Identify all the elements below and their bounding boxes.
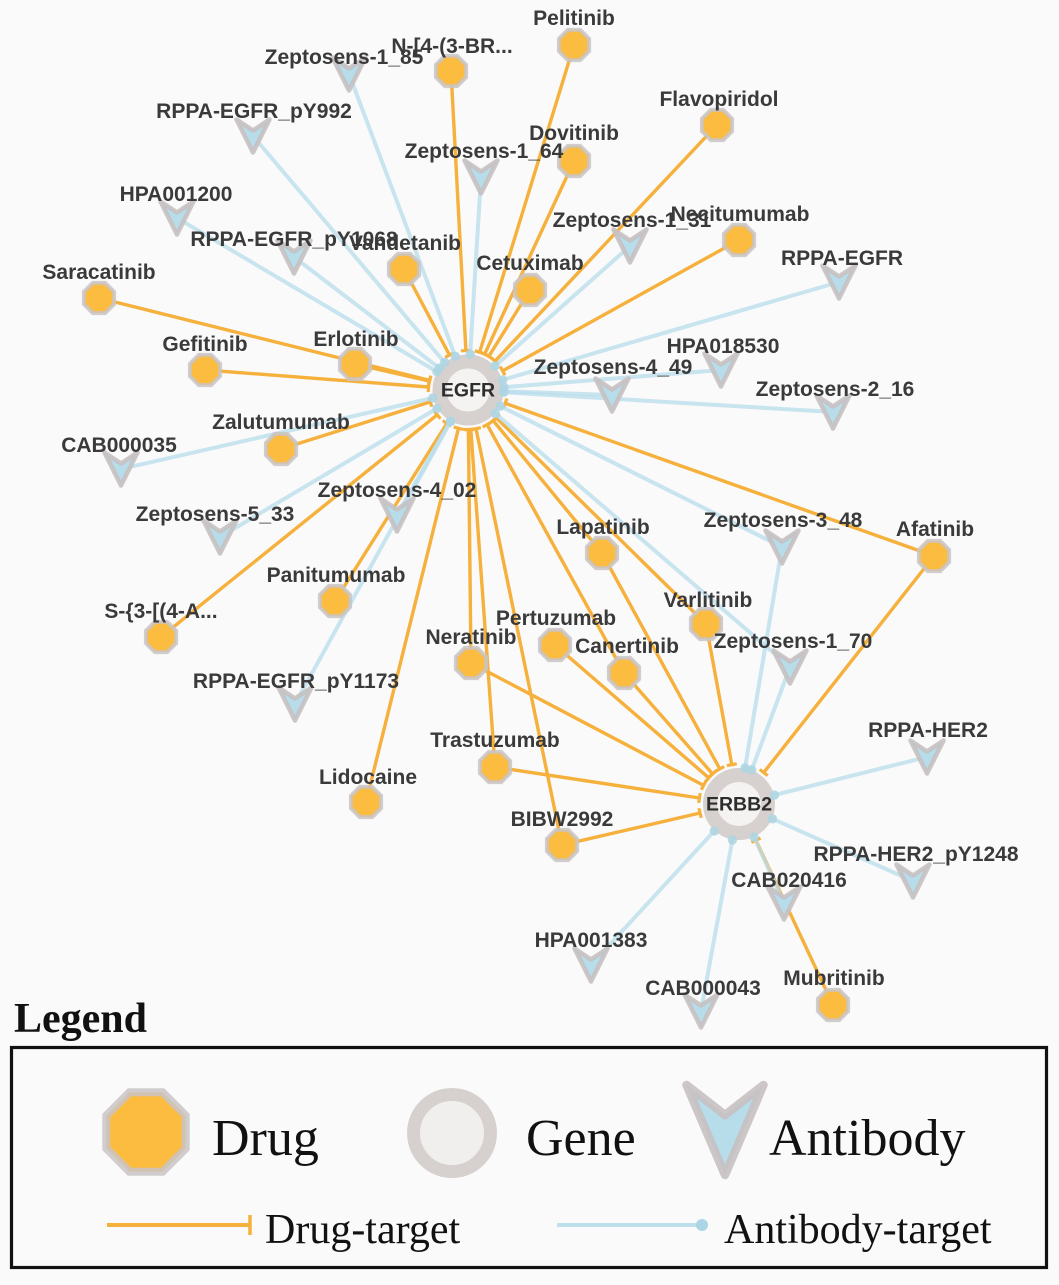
svg-text:Lapatinib: Lapatinib: [556, 516, 649, 539]
svg-text:Varlitinib: Varlitinib: [664, 589, 753, 612]
svg-text:RPPA-EGFR: RPPA-EGFR: [781, 247, 903, 270]
svg-text:Zeptosens-2_16: Zeptosens-2_16: [756, 378, 915, 401]
svg-text:Antibody: Antibody: [769, 1110, 965, 1167]
svg-text:Zeptosens-4_49: Zeptosens-4_49: [534, 356, 693, 379]
svg-text:RPPA-HER2_pY1248: RPPA-HER2_pY1248: [813, 843, 1018, 866]
svg-text:Zeptosens-5_33: Zeptosens-5_33: [136, 503, 295, 526]
svg-text:Zeptosens-1_85: Zeptosens-1_85: [265, 46, 424, 69]
svg-text:Canertinib: Canertinib: [575, 635, 679, 658]
svg-text:RPPA-EGFR_pY992: RPPA-EGFR_pY992: [156, 100, 352, 123]
svg-text:EGFR: EGFR: [441, 380, 495, 402]
svg-text:Flavopiridol: Flavopiridol: [659, 88, 778, 111]
svg-text:RPPA-EGFR_pY1173: RPPA-EGFR_pY1173: [193, 670, 399, 693]
svg-text:ERBB2: ERBB2: [706, 794, 772, 816]
svg-text:Zeptosens-1_70: Zeptosens-1_70: [714, 630, 873, 653]
svg-text:Neratinib: Neratinib: [425, 626, 516, 649]
svg-text:HPA018530: HPA018530: [667, 335, 780, 358]
svg-text:HPA001383: HPA001383: [535, 929, 648, 952]
svg-text:Lidocaine: Lidocaine: [319, 766, 417, 789]
svg-text:Legend: Legend: [14, 996, 147, 1042]
svg-text:HPA001200: HPA001200: [120, 183, 233, 206]
svg-text:CAB020416: CAB020416: [731, 869, 847, 892]
svg-text:Zeptosens-1_31: Zeptosens-1_31: [553, 209, 712, 232]
svg-text:CAB000043: CAB000043: [645, 977, 761, 1000]
svg-text:Zeptosens-3_48: Zeptosens-3_48: [704, 509, 863, 532]
svg-text:Drug-target: Drug-target: [265, 1207, 460, 1253]
svg-text:Antibody-target: Antibody-target: [724, 1207, 992, 1253]
svg-text:Gene: Gene: [526, 1110, 636, 1167]
svg-text:Afatinib: Afatinib: [896, 518, 974, 541]
svg-text:Mubritinib: Mubritinib: [783, 967, 884, 990]
svg-text:Gefitinib: Gefitinib: [162, 333, 247, 356]
svg-text:RPPA-EGFR_pY1068: RPPA-EGFR_pY1068: [190, 228, 398, 251]
svg-text:Cetuximab: Cetuximab: [476, 252, 583, 275]
svg-text:CAB000035: CAB000035: [61, 434, 177, 457]
svg-text:Zeptosens-4_02: Zeptosens-4_02: [318, 479, 477, 502]
svg-text:Zalutumumab: Zalutumumab: [212, 411, 350, 434]
svg-text:Drug: Drug: [212, 1110, 319, 1167]
svg-text:Saracatinib: Saracatinib: [42, 261, 155, 284]
svg-text:Trastuzumab: Trastuzumab: [430, 729, 560, 752]
svg-text:BIBW2992: BIBW2992: [511, 808, 614, 831]
svg-text:Erlotinib: Erlotinib: [313, 328, 398, 351]
svg-text:Panitumumab: Panitumumab: [267, 564, 406, 587]
svg-text:Zeptosens-1_64: Zeptosens-1_64: [405, 140, 564, 163]
svg-text:RPPA-HER2: RPPA-HER2: [868, 719, 988, 742]
svg-text:Pelitinib: Pelitinib: [533, 7, 615, 30]
svg-text:S-{3-[(4-A...: S-{3-[(4-A...: [104, 600, 217, 623]
